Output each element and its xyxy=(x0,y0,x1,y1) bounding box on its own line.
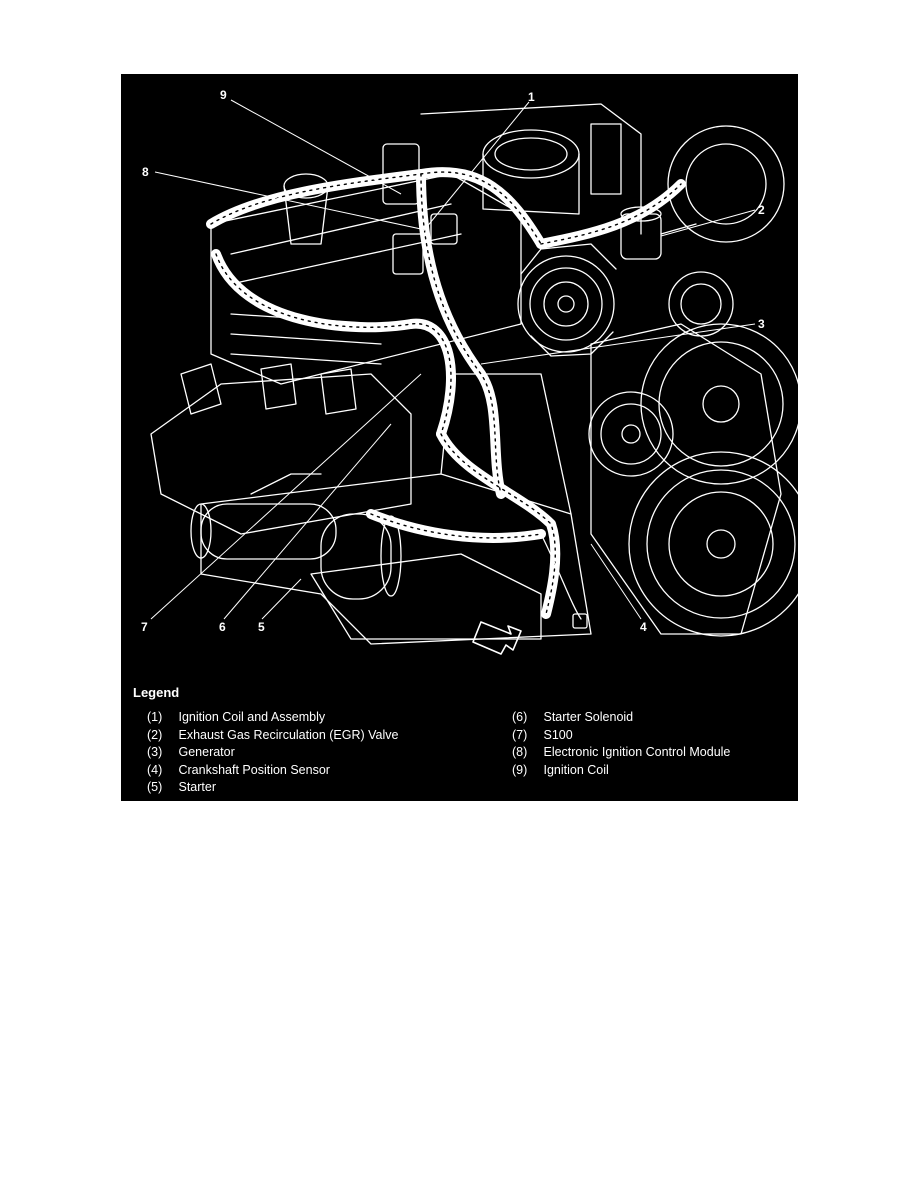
legend-item-label: Generator xyxy=(178,745,235,760)
wiring-harness-ribs xyxy=(210,171,682,615)
callout-7: 7 xyxy=(141,620,148,634)
leader-1 xyxy=(420,101,530,235)
callout-labels: 9 1 8 2 3 7 6 5 4 xyxy=(141,88,765,634)
callout-2: 2 xyxy=(758,203,765,217)
legend-item-label: S100 xyxy=(543,727,573,742)
leader-9 xyxy=(230,99,402,195)
leader-6 xyxy=(223,423,392,620)
front-direction-arrow xyxy=(472,621,522,655)
crankshaft-sensor-drawing xyxy=(540,533,588,629)
legend-item: (5) Starter xyxy=(147,779,398,797)
throttle-body-drawing xyxy=(420,103,642,235)
legend-item-label: Ignition Coil xyxy=(543,762,609,777)
legend-item: (1) Ignition Coil and Assembly xyxy=(147,709,398,727)
callout-4: 4 xyxy=(640,620,647,634)
pulley-drive-group xyxy=(588,125,798,637)
callout-3: 3 xyxy=(758,317,765,331)
legend-item-label: Crankshaft Position Sensor xyxy=(178,762,330,777)
legend-item: (6) Starter Solenoid xyxy=(512,709,730,727)
wiring-harness-drawing xyxy=(206,167,686,619)
legend-item: (8) Electronic Ignition Control Module xyxy=(512,744,730,762)
leader-4 xyxy=(590,543,642,620)
legend-item-number: (7) xyxy=(512,727,528,742)
generator-drawing xyxy=(517,243,617,357)
legend-item-number: (1) xyxy=(147,710,163,724)
legend-item-number: (2) xyxy=(147,727,163,742)
legend-item: (2) Exhaust Gas Recirculation (EGR) Valv… xyxy=(147,727,398,745)
legend-list-left: (1) Ignition Coil and Assembly (2) Exhau… xyxy=(147,709,398,797)
legend-item-label: Ignition Coil and Assembly xyxy=(178,710,326,724)
legend-item-label: Starter Solenoid xyxy=(543,710,634,724)
leader-3 xyxy=(480,323,756,365)
legend-item: (9) Ignition Coil xyxy=(512,762,730,780)
legend-title: Legend xyxy=(133,685,180,700)
callout-6: 6 xyxy=(219,620,226,634)
leader-2 xyxy=(660,209,756,237)
legend-item-label: Electronic Ignition Control Module xyxy=(543,745,731,760)
legend-item-number: (3) xyxy=(147,745,163,760)
legend-item-number: (5) xyxy=(147,780,163,795)
legend-item-number: (9) xyxy=(512,762,528,777)
leader-5 xyxy=(261,578,302,620)
callout-leaders xyxy=(150,99,756,620)
callout-9: 9 xyxy=(220,88,227,102)
legend-list-right: (6) Starter Solenoid (7) S100 (8) Electr… xyxy=(512,709,730,779)
legend-item-number: (8) xyxy=(512,745,528,760)
legend-item: (3) Generator xyxy=(147,744,398,762)
callout-1: 1 xyxy=(528,90,535,104)
leader-7 xyxy=(150,373,422,620)
callout-8: 8 xyxy=(142,165,149,179)
leader-8 xyxy=(154,171,422,230)
legend-item-number: (4) xyxy=(147,762,163,777)
legend-item-number: (6) xyxy=(512,710,528,724)
legend-item-label: Exhaust Gas Recirculation (EGR) Valve xyxy=(178,727,399,742)
engine-illustration: 9 1 8 2 3 7 6 5 4 xyxy=(141,88,798,655)
callout-5: 5 xyxy=(258,620,265,634)
legend-item: (4) Crankshaft Position Sensor xyxy=(147,762,398,780)
engine-diagram-panel: 9 1 8 2 3 7 6 5 4 Legend (1) Ignition Co… xyxy=(121,74,798,801)
legend-item: (7) S100 xyxy=(512,727,730,745)
legend-item-label: Starter xyxy=(178,780,216,795)
starter-drawing xyxy=(190,473,402,600)
